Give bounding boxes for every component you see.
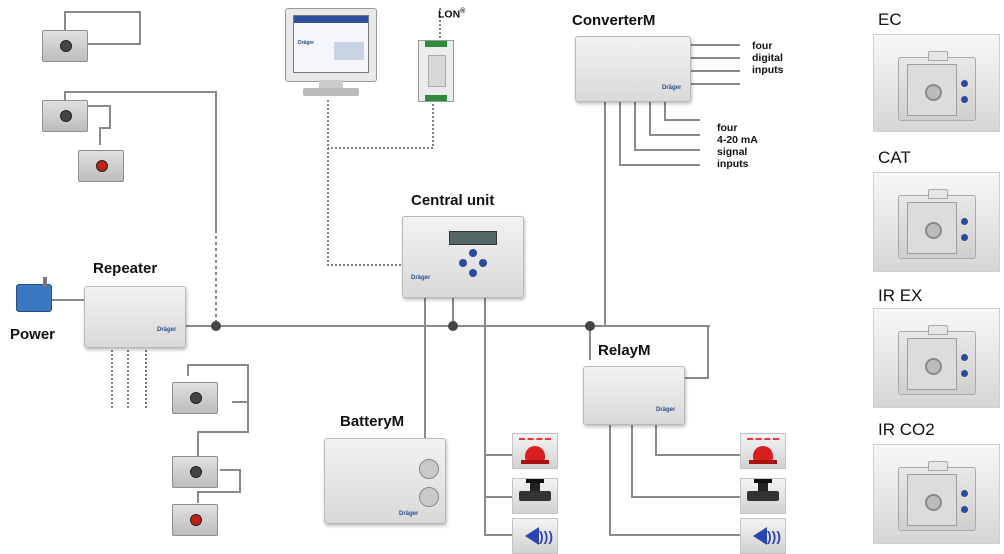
repeater-brand: Dräger [157, 327, 177, 333]
analog-input-1 [664, 100, 700, 121]
central-horn-link [484, 298, 512, 536]
analog-input-3 [634, 100, 700, 151]
central-valve [512, 478, 558, 514]
sensor-photo-ir-ex [873, 308, 1000, 408]
bus-junction-center [448, 321, 458, 331]
warning-lamp-icon [747, 438, 779, 464]
valve-icon [747, 479, 779, 501]
repeater-device: Dräger [84, 286, 186, 348]
lon-text: LON [438, 8, 461, 21]
relay-horn-link [609, 423, 740, 536]
analog-inputs-label: four 4-20 mA signal inputs [717, 122, 758, 170]
pc-monitor: Dräger [285, 8, 377, 96]
analog-inputs-line-4: inputs [717, 158, 749, 170]
warning-lamp-icon [519, 438, 551, 464]
sensor-label-cat: CAT [878, 148, 911, 167]
analog-inputs-line-3: signal [717, 146, 748, 158]
relay-valve [740, 478, 786, 514]
sensor-label-ir-co2: IR CO2 [878, 420, 935, 439]
horn-icon [753, 527, 767, 545]
relay-lamp-link [655, 423, 740, 456]
digital-inputs-line-1: four [752, 40, 773, 52]
lon-registered-mark: ® [460, 8, 466, 15]
relay-return-link [683, 326, 709, 379]
sensor-chain-top [64, 11, 141, 45]
lon-label: LON® [438, 6, 465, 21]
converter-label: ConverterM [572, 12, 656, 29]
relay-horn: ))) [740, 518, 786, 554]
detector-led [190, 466, 202, 478]
detector-led [60, 110, 72, 122]
sensor-chain-bus [64, 91, 217, 230]
sound-waves-icon: ))) [767, 528, 781, 544]
detector-bottom-1 [172, 382, 218, 414]
relay-device: Dräger [583, 366, 685, 425]
central-alarm-lamp [512, 433, 558, 469]
bus-junction-left [211, 321, 221, 331]
lon-link [328, 100, 434, 149]
sensor-ir-co2 [898, 461, 976, 531]
screen-brand: Dräger [298, 40, 315, 46]
battery-brand: Dräger [399, 511, 419, 517]
alarm-led [96, 160, 108, 172]
sound-waves-icon: ))) [539, 528, 553, 544]
relay-valve-link [631, 423, 740, 498]
lon-module [418, 40, 454, 102]
battery-vent-1 [419, 459, 439, 479]
detector-middle [42, 100, 88, 132]
power-supply [16, 277, 52, 312]
repeater-label: Repeater [93, 260, 158, 277]
central-brand: Dräger [411, 275, 431, 281]
sensor-ir-ex [898, 325, 976, 395]
converter-device: Dräger [575, 36, 691, 102]
central-unit-label: Central unit [411, 192, 495, 209]
digital-inputs-label: four digital inputs [752, 40, 784, 76]
pc-link [327, 100, 405, 266]
horn-icon [525, 527, 539, 545]
converter-brand: Dräger [662, 85, 682, 91]
sensor-label-ec: EC [878, 10, 902, 29]
sensor-photo-ir-co2 [873, 444, 1000, 544]
analog-input-2 [649, 100, 700, 136]
central-unit-device: Dräger [402, 216, 524, 298]
analog-inputs-line-1: four [717, 122, 738, 134]
sensor-photo-cat [873, 172, 1000, 272]
detector-alarm [78, 150, 124, 182]
central-display [449, 231, 497, 245]
sensor-chain-mid [85, 105, 111, 145]
detector-led [60, 40, 72, 52]
central-horn: ))) [512, 518, 558, 554]
repeater-chain-3 [197, 469, 241, 503]
bus-junction-right [585, 321, 595, 331]
sensor-ec [898, 51, 976, 121]
detector-bottom-3 [172, 504, 218, 536]
battery-vent-2 [419, 487, 439, 507]
analog-input-4 [619, 100, 700, 166]
detector-bottom-2 [172, 456, 218, 488]
detector-led [190, 392, 202, 404]
central-keypad [455, 249, 495, 279]
valve-icon [519, 479, 551, 501]
relay-brand: Dräger [656, 407, 676, 413]
analog-inputs-line-2: 4-20 mA [717, 134, 758, 146]
power-label: Power [10, 326, 56, 343]
battery-device: Dräger [324, 438, 446, 524]
sensor-label-ir-ex: IR EX [878, 286, 923, 305]
sensor-photo-ec [873, 34, 1000, 132]
detector-top [42, 30, 88, 62]
relay-alarm-lamp [740, 433, 786, 469]
repeater-chain-1 [187, 364, 249, 403]
sensor-cat [898, 189, 976, 259]
battery-label: BatteryM [340, 413, 405, 430]
digital-inputs-line-2: digital [752, 52, 783, 64]
repeater-chain-2 [197, 402, 249, 456]
digital-inputs-line-3: inputs [752, 64, 784, 76]
relay-label: RelayM [598, 342, 651, 359]
pc-screen: Dräger [293, 15, 369, 73]
alarm-led [190, 514, 202, 526]
